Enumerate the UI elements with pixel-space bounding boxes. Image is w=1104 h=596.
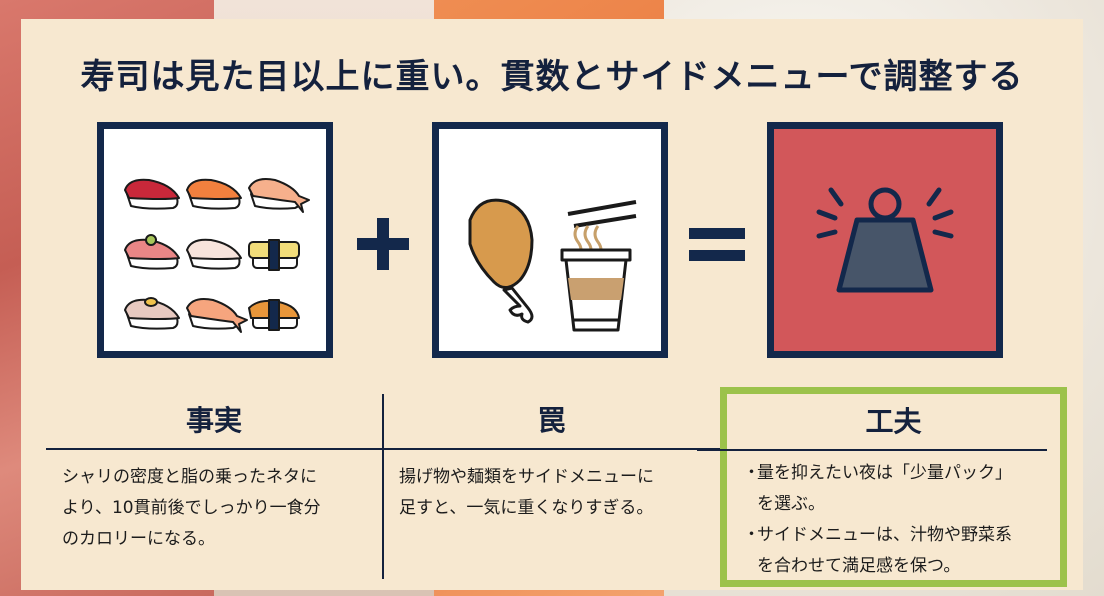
trap-divider bbox=[383, 448, 720, 450]
explanation-columns: 事実 シャリの密度と脂の乗ったネタに より、10貫前後でしっかり一食分 のカロリ… bbox=[46, 387, 1067, 587]
trap-line: 揚げ物や麺類をサイドメニューに bbox=[399, 467, 654, 487]
column-divider bbox=[382, 394, 384, 579]
side-dishes-icon bbox=[468, 198, 637, 332]
tip-line: を選ぶ。 bbox=[757, 494, 825, 514]
trap-column: 罠 揚げ物や麺類をサイドメニューに 足すと、一気に重くなりすぎる。 bbox=[383, 394, 720, 579]
tips-heading: 工夫 bbox=[865, 405, 922, 438]
sushi-assortment-box bbox=[97, 122, 333, 358]
tips-column: 工夫 ・ 量を抑えたい夜は「少量パック」 を選ぶ。 ・ サイドメニューは、汁物や… bbox=[697, 387, 1067, 587]
page-title: 寿司は見た目以上に重い。貫数とサイドメニューで調整する bbox=[80, 57, 1024, 97]
fact-text: シャリの密度と脂の乗ったネタに より、10貫前後でしっかり一食分 のカロリーにな… bbox=[62, 462, 372, 555]
weight-icon bbox=[816, 187, 954, 293]
bullet-icon: ・ bbox=[743, 463, 760, 483]
trap-heading: 罠 bbox=[537, 404, 566, 437]
heavy-weight-box bbox=[767, 122, 1003, 358]
fact-line: より、10貫前後でしっかり一食分 bbox=[62, 498, 321, 518]
tip-line: サイドメニューは、汁物や野菜系 bbox=[757, 525, 1012, 545]
bullet-icon: ・ bbox=[743, 525, 760, 545]
fact-line: シャリの密度と脂の乗ったネタに bbox=[62, 467, 317, 487]
equals-icon bbox=[687, 214, 747, 274]
tip-item: ・ サイドメニューは、汁物や野菜系 を合わせて満足感を保つ。 bbox=[743, 520, 1053, 582]
infographic-panel: 寿司は見た目以上に重い。貫数とサイドメニューで調整する bbox=[21, 19, 1083, 590]
tip-line: 量を抑えたい夜は「少量パック」 bbox=[757, 463, 1012, 483]
tip-item: ・ 量を抑えたい夜は「少量パック」 を選ぶ。 bbox=[743, 458, 1053, 520]
fried-chicken-icon bbox=[468, 198, 534, 324]
sushi-assortment-icon bbox=[124, 178, 310, 333]
tip-line: を合わせて満足感を保つ。 bbox=[757, 556, 961, 576]
fact-column: 事実 シャリの密度と脂の乗ったネタに より、10貫前後でしっかり一食分 のカロリ… bbox=[46, 394, 382, 579]
tips-list: ・ 量を抑えたい夜は「少量パック」 を選ぶ。 ・ サイドメニューは、汁物や野菜系… bbox=[743, 458, 1053, 582]
tips-divider bbox=[697, 449, 1047, 451]
cup-noodle-icon bbox=[560, 200, 637, 332]
trap-text: 揚げ物や麺類をサイドメニューに 足すと、一気に重くなりすぎる。 bbox=[399, 462, 709, 524]
fact-divider bbox=[46, 448, 382, 450]
plus-icon bbox=[353, 214, 413, 274]
fact-heading: 事実 bbox=[185, 404, 242, 437]
side-dishes-box bbox=[432, 122, 668, 358]
fact-line: のカロリーになる。 bbox=[62, 529, 215, 549]
trap-line: 足すと、一気に重くなりすぎる。 bbox=[399, 498, 654, 518]
